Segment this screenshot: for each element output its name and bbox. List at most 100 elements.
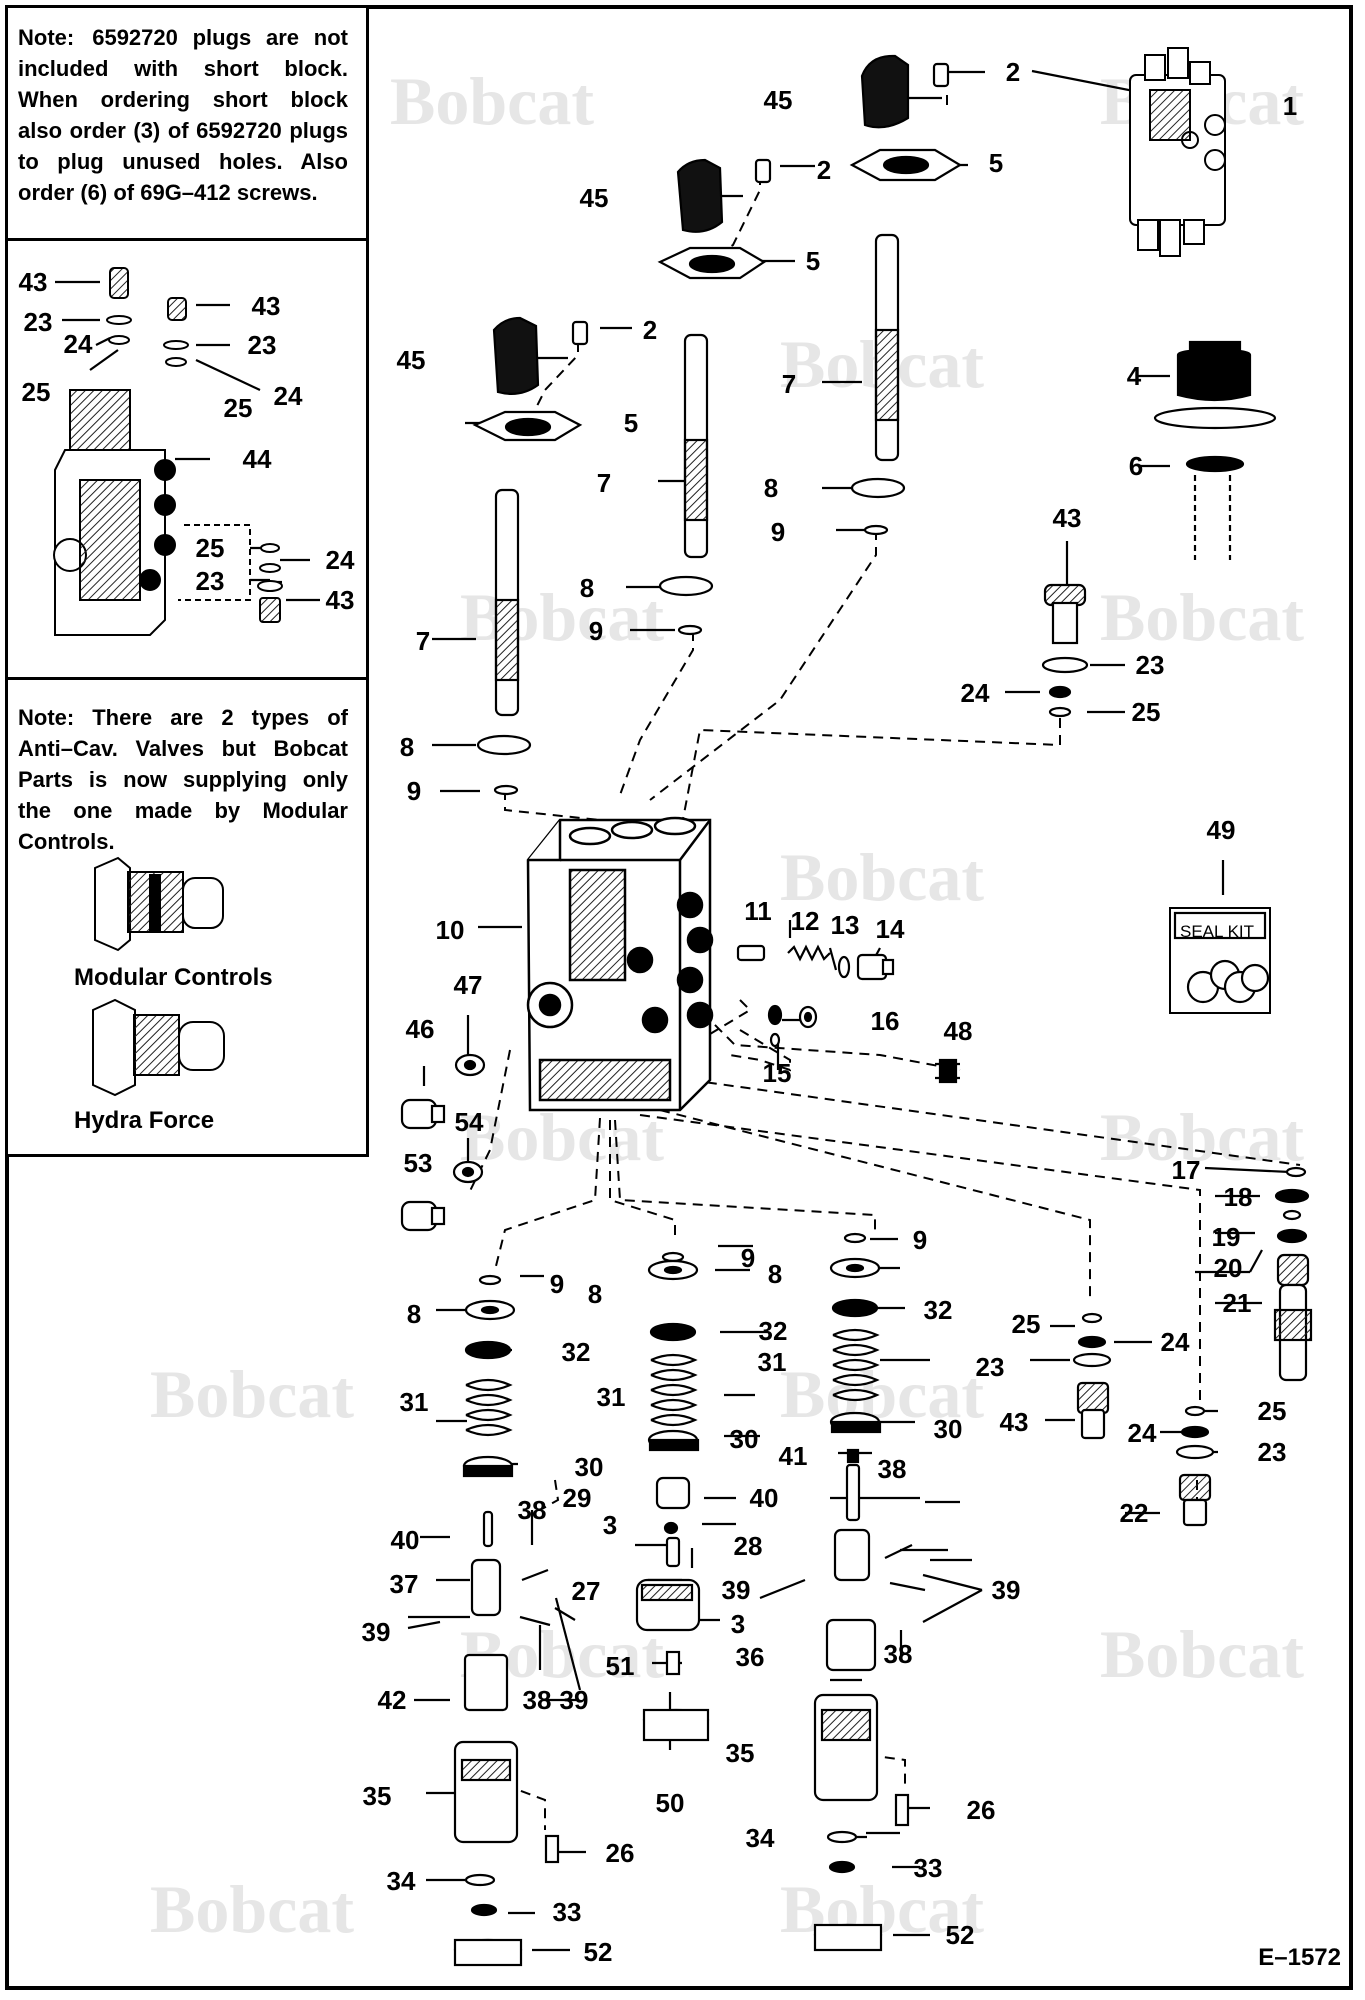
short-block-note-panel [5,5,369,241]
callout-50: 50 [655,1788,685,1818]
watermark: Bobcat [1100,579,1304,655]
spring-assembly-right [759,1232,926,1952]
parts-17-22-stack [1072,1166,1313,1527]
callout-39: 39 [361,1617,391,1647]
callout-22: 22 [1119,1498,1149,1528]
callout-34: 34 [745,1823,775,1853]
callout-45: 45 [579,183,609,213]
watermark: Bobcat [460,1099,664,1175]
part-43-plug-right [1041,583,1089,718]
short-block-note: Note:6592720 plugs are not included with… [18,22,348,208]
callout-43: 43 [251,291,281,321]
note-label: Note: [18,705,75,730]
callout-10: 10 [435,915,465,945]
callout-9: 9 [912,1225,928,1255]
callout-26: 26 [966,1795,996,1825]
callout-24: 24 [1160,1327,1190,1357]
callout-16: 16 [870,1006,900,1036]
anticav-note: Note:There are 2 types of Anti–Cav. Valv… [18,702,348,857]
callout-23: 23 [23,307,53,337]
callout-45: 45 [763,85,793,115]
callout-6: 6 [1128,451,1144,481]
callout-30: 30 [933,1414,963,1444]
callout-9: 9 [588,616,604,646]
callout-14: 14 [875,914,905,944]
callout-52: 52 [583,1937,613,1967]
callout-47: 47 [453,970,483,1000]
watermark: Bobcat [390,63,594,139]
callout-20: 20 [1213,1253,1243,1283]
callout-7: 7 [781,369,797,399]
callout-9: 9 [740,1243,756,1273]
callout-24: 24 [63,329,93,359]
watermark: Bobcat [1100,1616,1304,1692]
valve-type-modular-label: Modular Controls [74,964,273,991]
anticav-inset-assembly [53,267,283,636]
callout-8: 8 [767,1259,783,1289]
callout-38: 38 [517,1495,547,1525]
callout-18: 18 [1223,1182,1253,1212]
callout-51: 51 [605,1651,635,1681]
callout-39: 39 [559,1685,589,1715]
parts-11-16 [736,944,895,1048]
callout-25: 25 [1011,1309,1041,1339]
handle-assembly-left [472,316,589,796]
modular-controls-valve-illustration [94,856,224,952]
callout-8: 8 [579,573,595,603]
callout-40: 40 [749,1483,779,1513]
callout-25: 25 [195,533,225,563]
callout-33: 33 [552,1897,582,1927]
callout-38: 38 [522,1685,552,1715]
callout-8: 8 [587,1279,603,1309]
watermark: Bobcat [780,1356,984,1432]
callout-37: 37 [389,1569,419,1599]
part-49-seal-kit [1169,907,1271,1014]
callout-52: 52 [945,1920,975,1950]
callout-25: 25 [223,393,253,423]
callout-19: 19 [1211,1222,1241,1252]
callout-23: 23 [1135,650,1165,680]
callout-36: 36 [735,1642,765,1672]
part-10-valve-body [526,816,714,1112]
callout-30: 30 [574,1452,604,1482]
callout-32: 32 [923,1295,953,1325]
callout-2: 2 [1005,57,1021,87]
callout-39: 39 [991,1575,1021,1605]
callout-5: 5 [623,408,639,438]
seal-kit-label: SEAL KIT [1180,922,1255,941]
callout-5: 5 [988,148,1004,178]
callout-41: 41 [778,1441,808,1471]
watermark: Bobcat [780,839,984,915]
callout-43: 43 [1052,503,1082,533]
callout-54: 54 [454,1107,484,1137]
callout-8: 8 [406,1299,422,1329]
callout-23: 23 [247,330,277,360]
callout-2: 2 [642,315,658,345]
callout-7: 7 [415,626,431,656]
watermark: Bobcat [150,1871,354,1947]
callout-53: 53 [403,1148,433,1178]
callout-38: 38 [877,1454,907,1484]
callout-46: 46 [405,1014,435,1044]
callout-43: 43 [325,585,355,615]
callout-9: 9 [549,1269,565,1299]
callout-4: 4 [1126,361,1142,391]
callout-25: 25 [21,377,51,407]
callout-31: 31 [757,1347,787,1377]
spring-assembly-middle [635,1251,710,1742]
callout-45: 45 [396,345,426,375]
callout-3: 3 [602,1510,618,1540]
parts-46-47-53-54 [400,1053,486,1232]
callout-9: 9 [770,517,786,547]
watermark: Bobcat [150,1356,354,1432]
callout-12: 12 [790,906,820,936]
callout-23: 23 [195,566,225,596]
callout-39: 39 [721,1575,751,1605]
callout-43: 43 [18,267,48,297]
callout-1: 1 [1282,91,1298,121]
callout-17: 17 [1171,1155,1201,1185]
callout-34: 34 [386,1866,416,1896]
note-text: 6592720 plugs are not included with shor… [18,25,348,205]
callout-35: 35 [362,1781,392,1811]
